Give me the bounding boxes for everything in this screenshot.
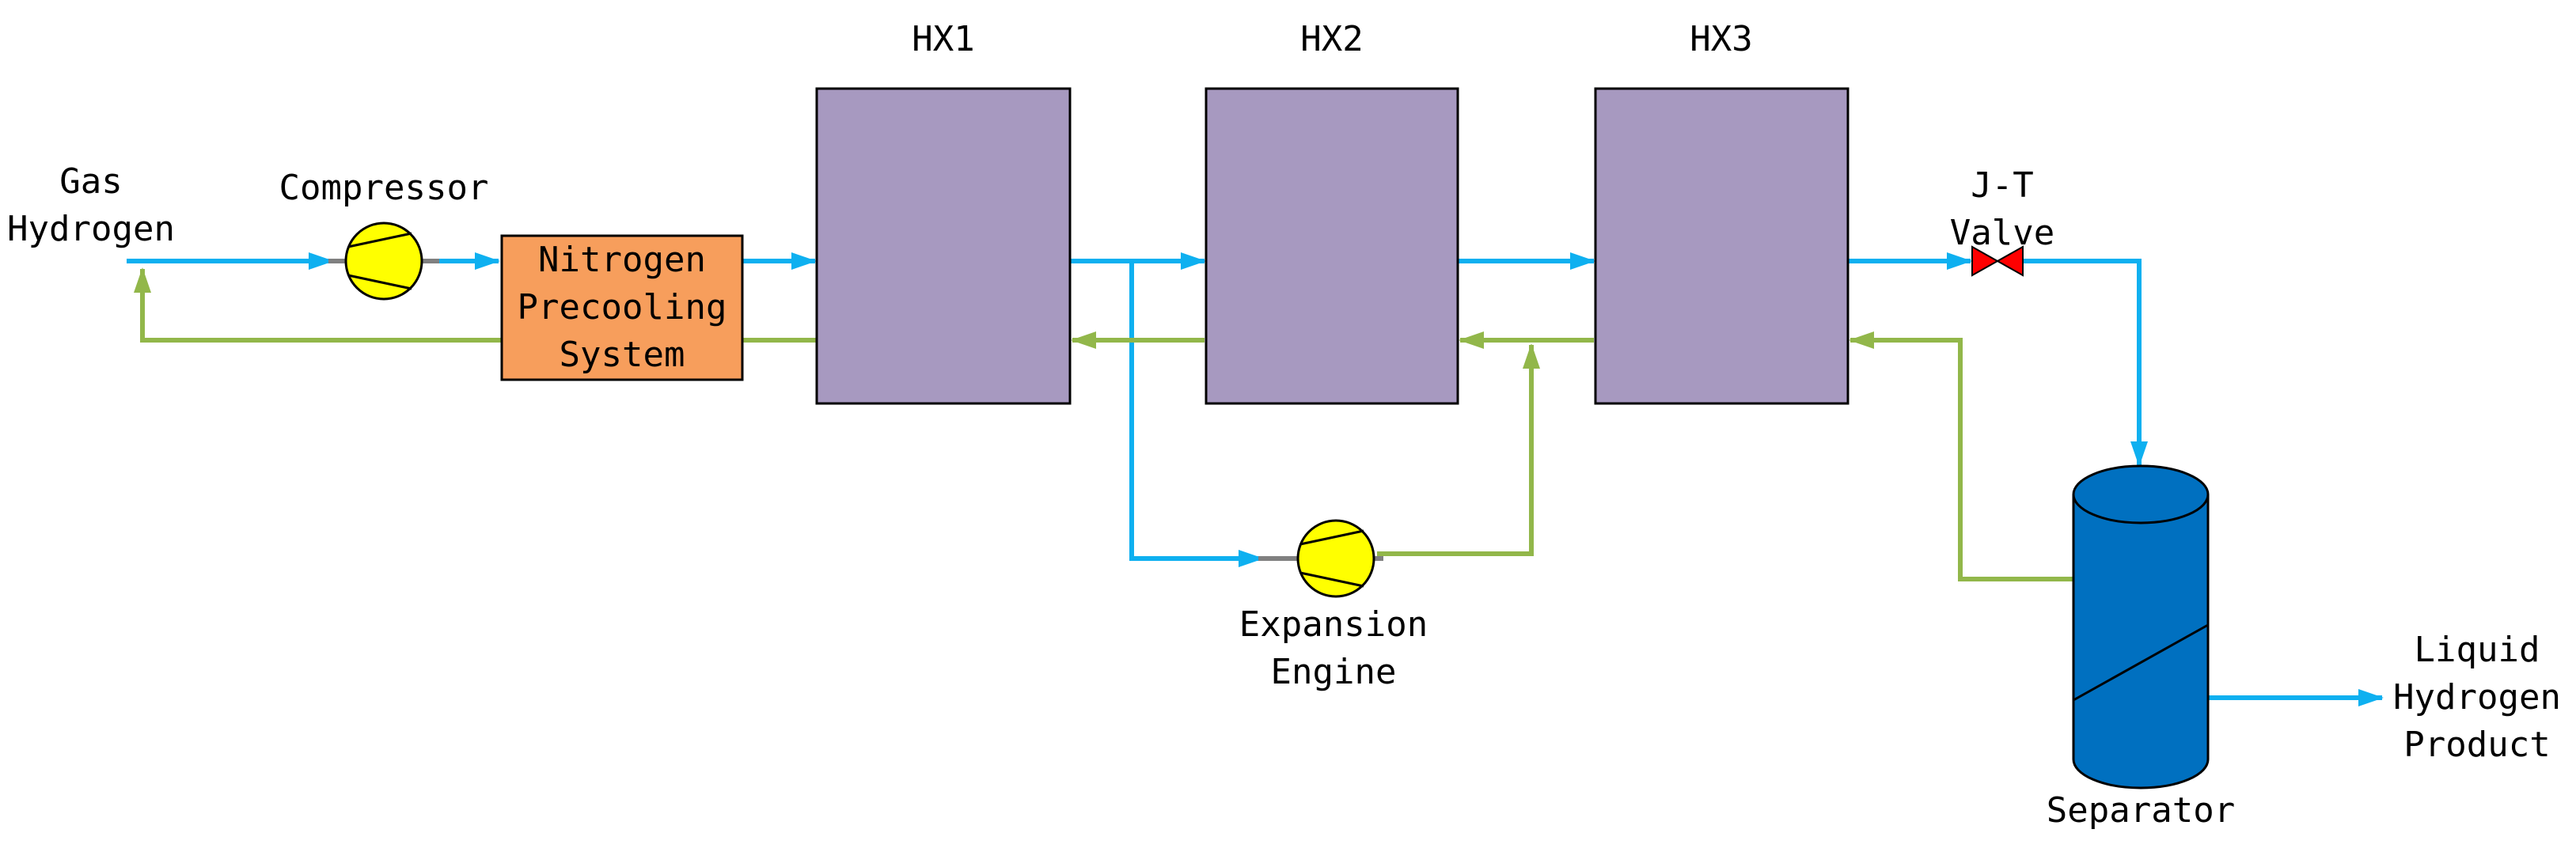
expansion-engine-label: Expansion Engine xyxy=(1239,601,1428,696)
nitrogen-precooling-box xyxy=(500,234,744,381)
liquid-hydrogen-product-label: Liquid Hydrogen Product xyxy=(2393,627,2561,769)
hx1-label: HX1 xyxy=(912,19,975,59)
jt-label-line: J-T xyxy=(1971,165,2034,206)
valve-to-separator-line xyxy=(2023,259,2148,467)
compressor-label: Compressor xyxy=(279,168,489,208)
product-label-line: Product xyxy=(2403,725,2551,765)
separator-vessel-icon xyxy=(2072,464,2210,790)
hx3-heat-exchanger xyxy=(1594,87,1849,405)
valve-label-line: Valve xyxy=(1949,213,2055,253)
precooling-label-line-2: Precooling xyxy=(517,287,727,328)
precooling-label: Nitrogen Precooling System xyxy=(502,236,742,380)
hx1-heat-exchanger xyxy=(815,87,1072,405)
hydrogen-label-line: Hydrogen xyxy=(7,209,175,249)
liquid-label-line: Liquid xyxy=(2414,630,2540,670)
hx3-label: HX3 xyxy=(1690,19,1753,59)
precooling-label-line-1: Nitrogen xyxy=(538,240,706,280)
hx2-heat-exchanger xyxy=(1205,87,1459,405)
precooling-label-line-3: System xyxy=(559,335,685,375)
hydrogen-flow-lines xyxy=(127,252,2384,706)
gas-label-line: Gas xyxy=(59,161,123,202)
jt-valve-icon xyxy=(1971,245,2024,277)
hydrogen-product-label-line: Hydrogen xyxy=(2393,677,2561,718)
expansion-engine-icon xyxy=(1258,519,1383,598)
compressor-icon xyxy=(328,222,439,301)
bypass-to-expander-line xyxy=(1129,261,1264,567)
gas-hydrogen-label: Gas Hydrogen xyxy=(7,158,175,253)
hx2-label: HX2 xyxy=(1300,19,1364,59)
jt-valve-label: J-T Valve xyxy=(1950,162,2054,257)
expander-return-line xyxy=(1377,343,1540,556)
separator-label: Separator xyxy=(2046,790,2236,831)
expansion-label-line: Expansion xyxy=(1239,604,1428,645)
return-flow-lines xyxy=(134,267,2073,581)
separator-vapor-return-line xyxy=(1849,331,2073,581)
precooler-return-line xyxy=(134,267,502,343)
engine-label-line: Engine xyxy=(1270,652,1397,692)
